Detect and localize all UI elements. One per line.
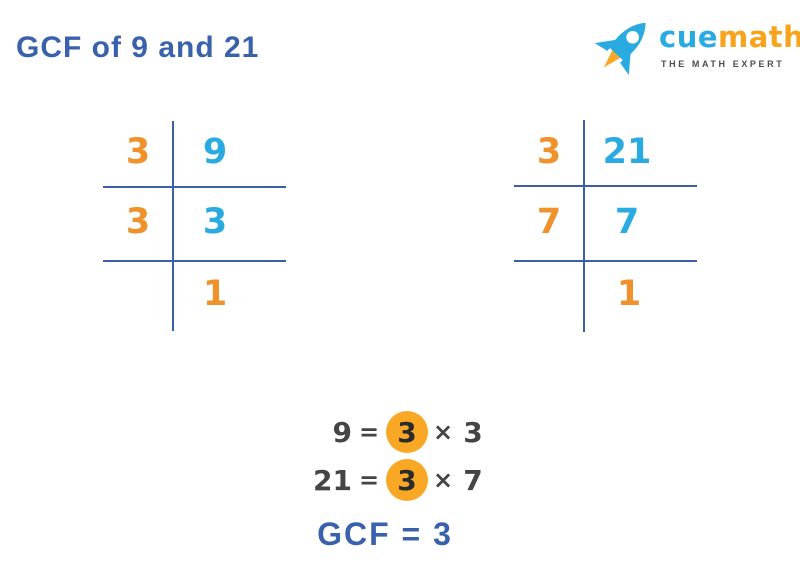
multiply-sign: ×: [432, 418, 454, 446]
equation-9-lhs: 9: [332, 415, 352, 449]
cuemath-wordmark: cuemath: [659, 20, 800, 54]
equals-sign: =: [358, 466, 380, 494]
equation-21-factor: 7: [463, 463, 483, 497]
equation-21: 21 = 3 × 7: [308, 458, 488, 502]
table9-hline-2: [103, 260, 286, 262]
table9-divisor-1: 3: [125, 132, 151, 172]
table21-value-2: 7: [614, 202, 640, 242]
table21-divisor-2: 7: [536, 202, 562, 242]
table21-hline-1: [514, 185, 697, 187]
table9-hline-1: [103, 186, 286, 188]
table9-value-2: 3: [202, 202, 228, 242]
table9-vertical-line: [172, 121, 174, 331]
rocket-icon: [594, 22, 646, 75]
gcf-result: GCF = 3: [317, 516, 453, 552]
table9-remainder: 1: [202, 274, 228, 314]
equation-9: 9 = 3 × 3: [308, 410, 488, 454]
table21-remainder: 1: [616, 274, 642, 314]
logo-tagline: THE MATH EXPERT: [661, 59, 785, 69]
table21-value-1: 21: [602, 132, 652, 172]
equals-sign: =: [358, 418, 380, 446]
cuemath-logo: cuemath THE MATH EXPERT: [585, 4, 800, 80]
multiply-sign: ×: [432, 466, 454, 494]
common-factor-circle: 3: [386, 459, 428, 501]
equation-9-factor: 3: [463, 415, 483, 449]
table21-divisor-1: 3: [536, 132, 562, 172]
common-factor-circle: 3: [386, 411, 428, 453]
page-title: GCF of 9 and 21: [16, 31, 260, 64]
wordmark-cue: cue: [659, 20, 719, 54]
table9-divisor-2: 3: [125, 202, 151, 242]
equation-21-lhs: 21: [313, 463, 352, 497]
table21-hline-2: [514, 260, 697, 262]
table21-vertical-line: [583, 120, 585, 332]
table9-value-1: 9: [202, 132, 228, 172]
wordmark-math: math: [718, 20, 800, 54]
